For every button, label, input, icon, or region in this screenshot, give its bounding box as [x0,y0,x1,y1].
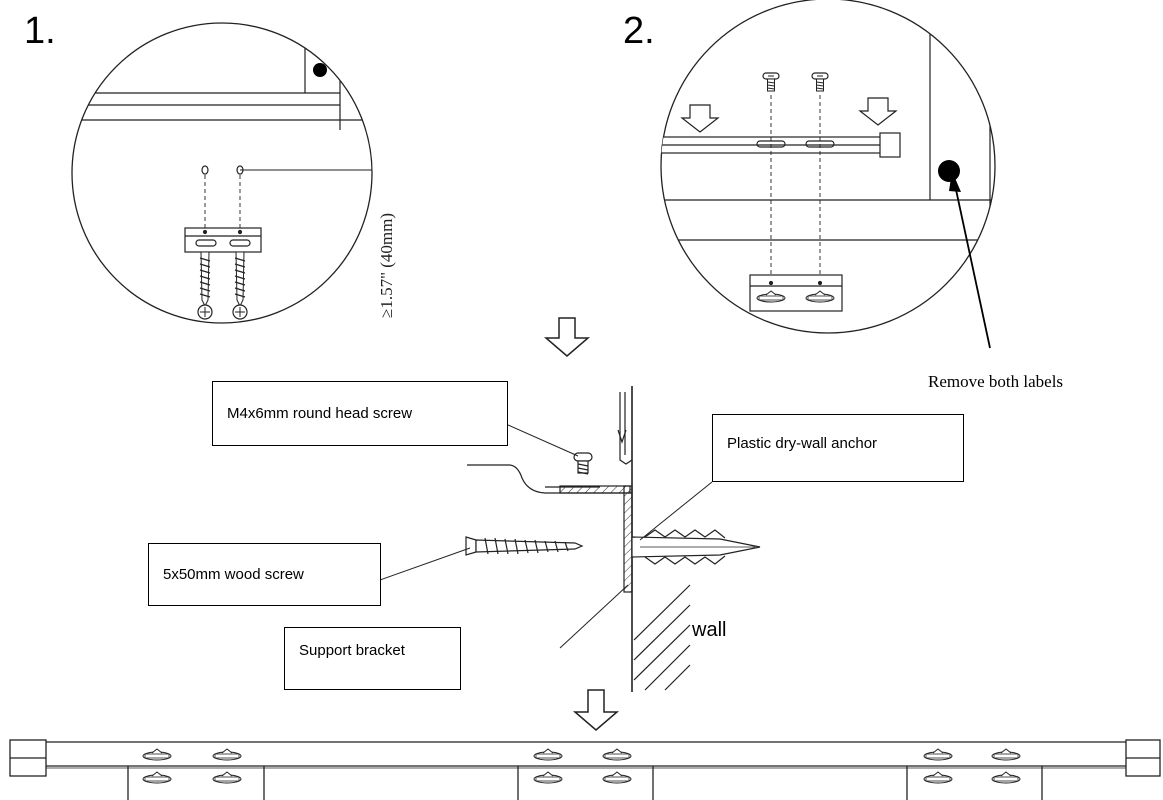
step1-detail: ≥1.57" (40mm) [71,22,396,324]
label-dot [313,63,327,77]
down-arrow-icon [543,317,591,357]
step-1-number: 1. [24,10,56,52]
label-dot [938,160,960,182]
wall-label: wall [692,619,727,641]
callout-wood-screw: 5x50mm wood screw [148,543,381,606]
step2-detail [660,0,996,334]
callout-round-head-screw: M4x6mm round head screw [212,381,508,446]
remove-labels-note: Remove both labels [928,372,1064,391]
clearance-dimension: ≥1.57" (40mm) [377,213,396,318]
mounting-rail [9,739,1161,800]
callout-support-bracket: Support bracket [284,627,461,690]
cross-section-drawing [379,386,761,692]
remove-label-arrow [949,171,991,349]
callout-drywall-anchor: Plastic dry-wall anchor [712,414,964,482]
down-arrow-icon [572,689,620,731]
step-2-number: 2. [623,10,655,52]
